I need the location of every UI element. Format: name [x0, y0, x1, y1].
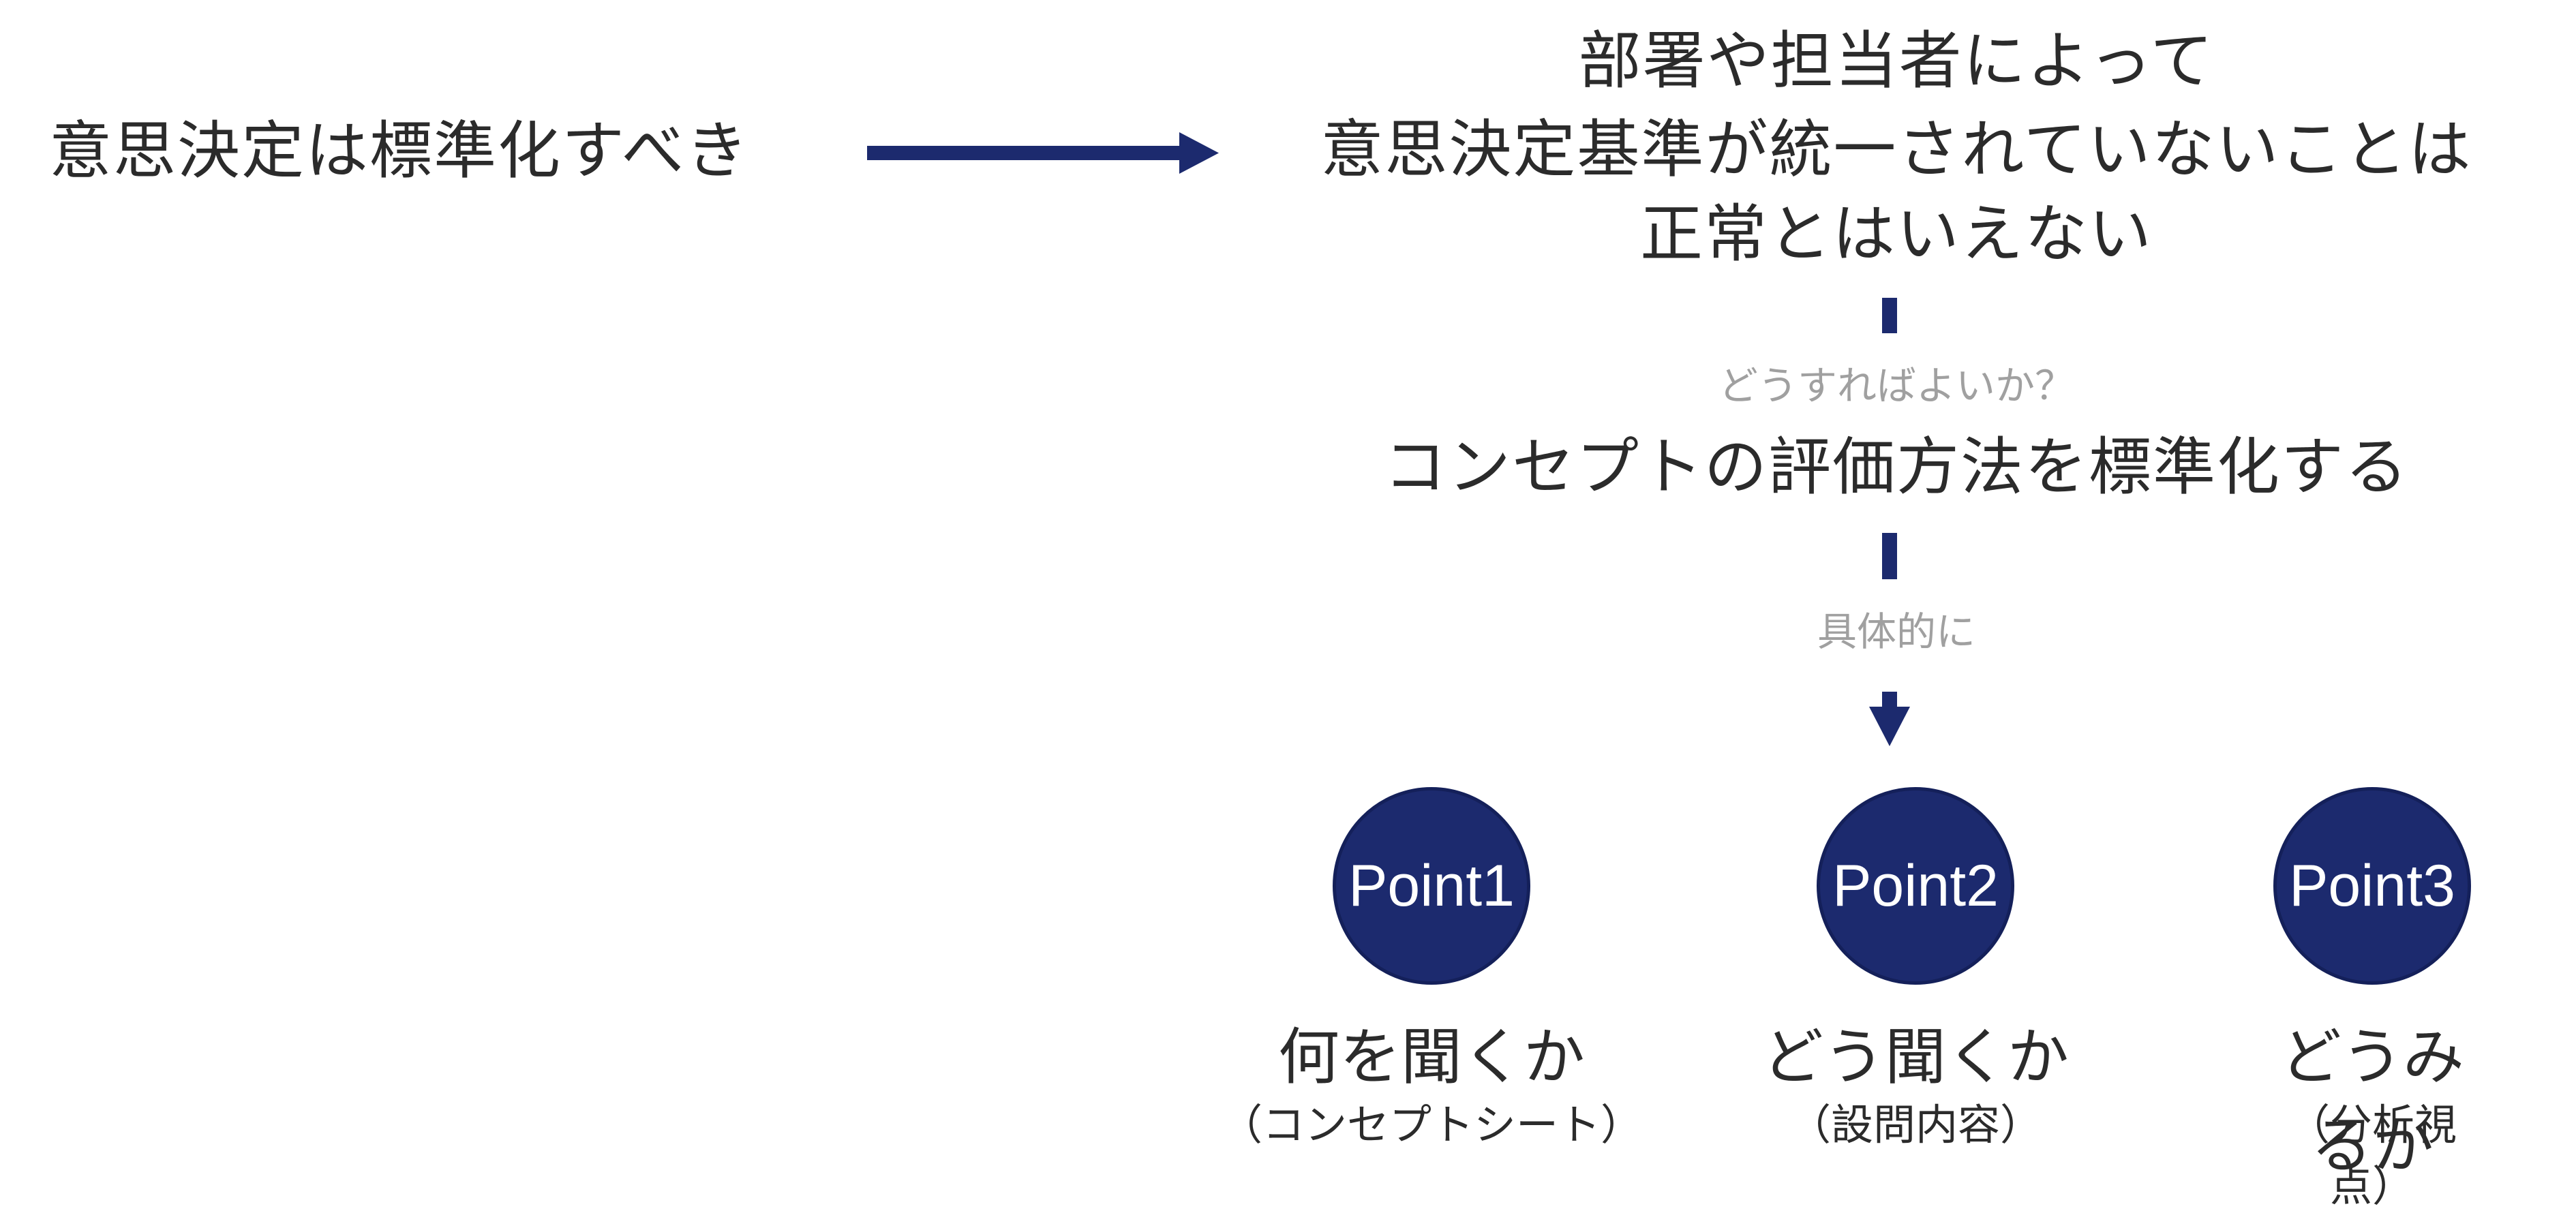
- point-2: Point2: [1817, 787, 2014, 985]
- point-3-title: どうみるか: [2280, 1022, 2464, 1182]
- point-3: Point3: [2273, 787, 2471, 985]
- point-2-subtitle: （設問内容）: [1788, 1100, 2043, 1150]
- point-2-badge: Point2: [1817, 787, 2014, 985]
- down-arrow-icon: [1869, 692, 1910, 746]
- problem-line-3: 正常とはいえない: [1639, 198, 2153, 271]
- point-3-badge: Point3: [2273, 787, 2471, 985]
- point-1: Point1: [1333, 787, 1530, 985]
- point-1-badge: Point1: [1333, 787, 1530, 985]
- connector-line-2: [1882, 533, 1897, 579]
- right-arrow-icon: [867, 132, 1219, 174]
- point-3-subtitle: （分析視点）: [2287, 1100, 2457, 1211]
- point-3-badge-label: Point3: [2289, 853, 2455, 919]
- point-1-badge-label: Point1: [1348, 853, 1515, 919]
- solution-text: コンセプトの評価方法を標準化する: [1383, 431, 2410, 504]
- problem-line-2: 意思決定基準が統一されていないことは: [1320, 113, 2472, 186]
- connector-label-specifically: 具体的に: [1817, 609, 1976, 655]
- point-2-badge-label: Point2: [1832, 853, 1999, 919]
- connector-label-how: どうすればよいか？: [1718, 363, 2075, 409]
- connector-line-1: [1882, 298, 1897, 333]
- point-2-title: どう聞くか: [1762, 1022, 2069, 1093]
- point-1-title: 何を聞くか: [1278, 1022, 1585, 1093]
- problem-line-1: 部署や担当者によって: [1578, 25, 2215, 97]
- premise-text: 意思決定は標準化すべき: [49, 114, 750, 187]
- point-1-subtitle: （コンセプトシート）: [1219, 1100, 1643, 1150]
